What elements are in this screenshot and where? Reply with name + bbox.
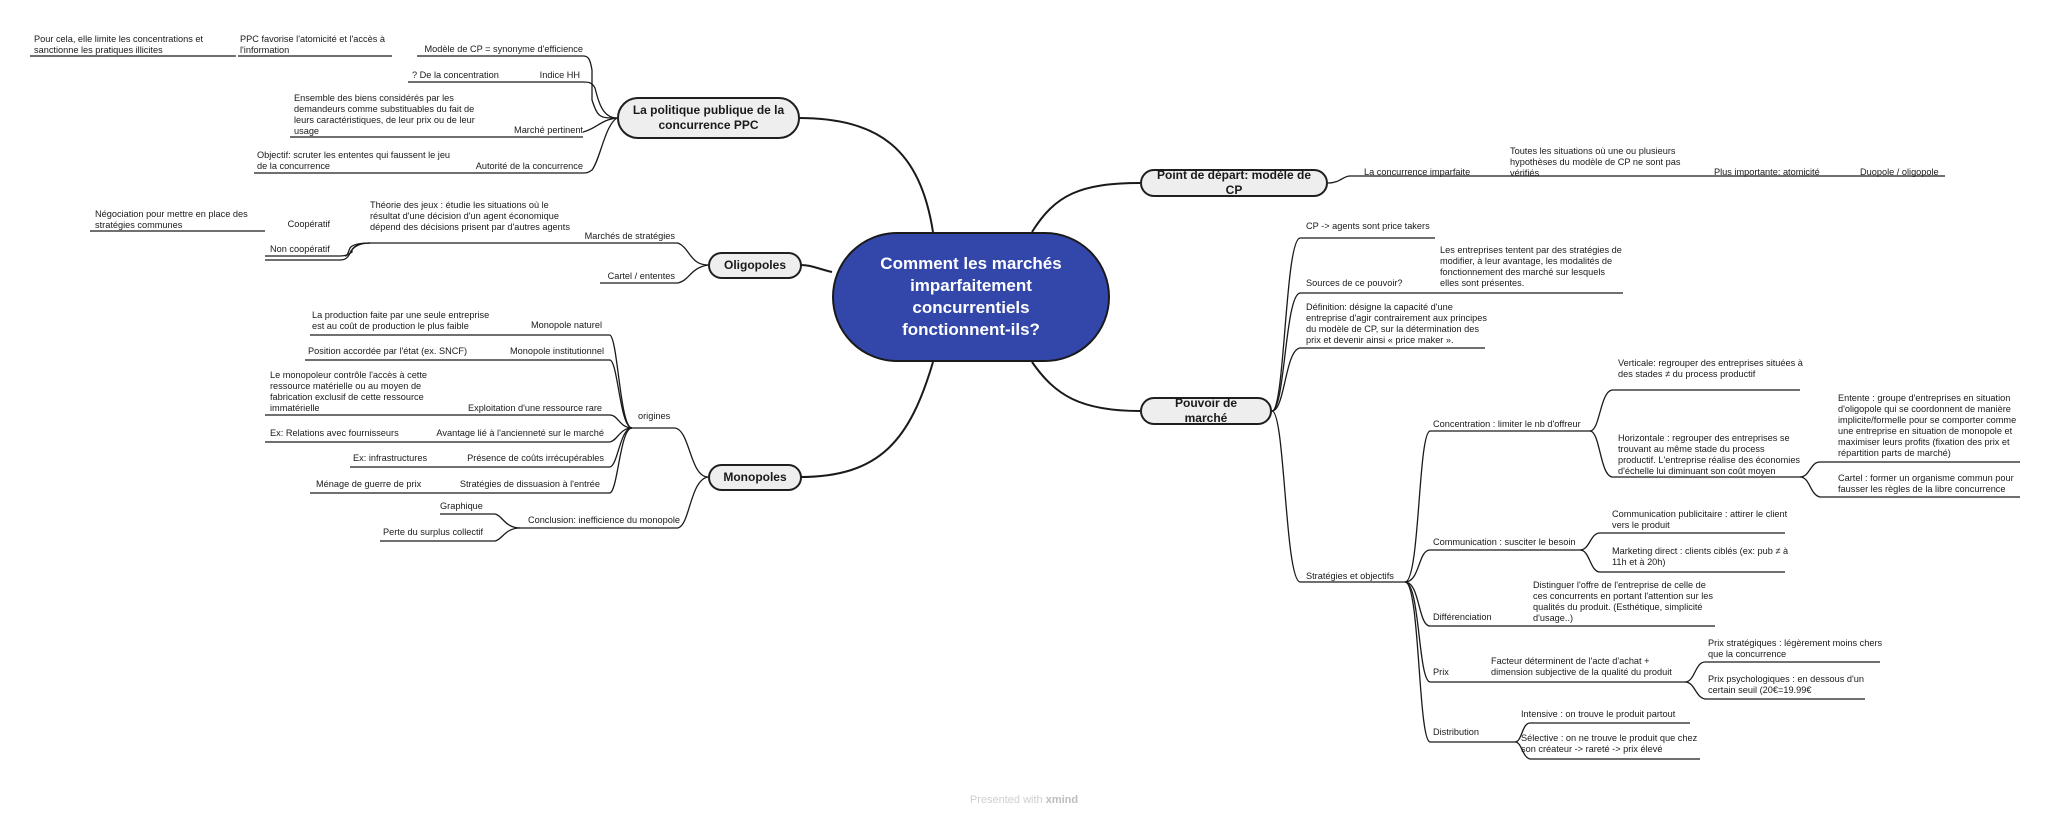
node-pour-cela[interactable]: Pour cela, elle limite les concentration… xyxy=(34,34,204,55)
node-differenciation[interactable]: Différenciation xyxy=(1433,612,1492,622)
node-couts-irrecuperables[interactable]: Présence de coûts irrécupérables xyxy=(467,453,604,463)
topic-oligopoles[interactable]: Oligopoles xyxy=(708,252,802,279)
node-ex-fournisseurs[interactable]: Ex: Relations avec fournisseurs xyxy=(270,428,399,438)
central-topic[interactable]: Comment les marchés imparfaitement concu… xyxy=(832,232,1110,362)
node-sources[interactable]: Sources de ce pouvoir? xyxy=(1306,278,1403,288)
node-duopole[interactable]: Duopole / oligopole xyxy=(1860,167,1939,177)
topic-ppc[interactable]: La politique publique de la concurrence … xyxy=(617,97,800,139)
node-production-seule[interactable]: La production faite par une seule entrep… xyxy=(312,310,490,331)
node-marche-pertinent[interactable]: Marché pertinent xyxy=(514,125,583,135)
node-graphique[interactable]: Graphique xyxy=(440,501,483,511)
node-cartel[interactable]: Cartel : former un organisme commun pour… xyxy=(1838,473,2014,494)
node-prix-psychologiques[interactable]: Prix psychologiques : en dessous d'un ce… xyxy=(1708,674,1864,695)
node-cp-agents[interactable]: CP -> agents sont price takers xyxy=(1306,221,1430,231)
node-verticale[interactable]: Verticale: regrouper des entreprises sit… xyxy=(1618,358,1803,379)
node-theorie-jeux[interactable]: Théorie des jeux : étudie les situations… xyxy=(370,200,570,232)
node-entente[interactable]: Entente : groupe d'entreprises en situat… xyxy=(1838,393,2017,458)
node-ppc-favorise[interactable]: PPC favorise l'atomicité et l'accès à l'… xyxy=(240,34,385,55)
node-distinguer-offre[interactable]: Distinguer l'offre de l'entreprise de ce… xyxy=(1533,580,1713,623)
node-exploitation[interactable]: Exploitation d'une ressource rare xyxy=(467,403,602,413)
node-plus-importante[interactable]: Plus importante: atomicité xyxy=(1714,167,1820,177)
node-selective[interactable]: Sélective : on ne trouve le produit que … xyxy=(1521,733,1698,754)
node-definition[interactable]: Définition: désigne la capacité d'une en… xyxy=(1306,302,1488,345)
node-ex-infrastructures[interactable]: Ex: infrastructures xyxy=(353,453,428,463)
node-conclusion[interactable]: Conclusion: inefficience du monopole xyxy=(527,515,680,525)
node-marketing-direct[interactable]: Marketing direct : clients ciblés (ex: p… xyxy=(1612,546,1789,567)
node-de-la-concentration[interactable]: ? De la concentration xyxy=(412,70,499,80)
node-horizontale[interactable]: Horizontale : regrouper des entreprises … xyxy=(1618,433,1801,476)
node-origines[interactable]: origines xyxy=(638,411,671,421)
node-objectif[interactable]: Objectif: scruter les ententes qui fauss… xyxy=(257,150,451,171)
node-cooperatif[interactable]: Coopératif xyxy=(287,219,330,229)
node-autorite[interactable]: Autorité de la concurrence xyxy=(475,161,583,171)
node-comm-publicitaire[interactable]: Communication publicitaire : attirer le … xyxy=(1612,509,1788,530)
node-prix[interactable]: Prix xyxy=(1433,667,1449,677)
node-communication[interactable]: Communication : susciter le besoin xyxy=(1433,537,1576,547)
node-concentration[interactable]: Concentration : limiter le nb d'offreur xyxy=(1433,419,1581,429)
node-marches-strategies[interactable]: Marchés de stratégies xyxy=(584,231,675,241)
node-perte-surplus[interactable]: Perte du surplus collectif xyxy=(383,527,484,537)
node-indice-hh[interactable]: Indice HH xyxy=(539,70,580,80)
node-monopole-naturel[interactable]: Monopole naturel xyxy=(531,320,602,330)
node-modele-cp[interactable]: Modèle de CP = synonyme d'efficience xyxy=(424,44,583,54)
footer-presented-with: Presented with xyxy=(969,794,1043,806)
footer-brand: xmind xyxy=(1045,794,1079,806)
node-ensemble-biens[interactable]: Ensemble des biens considérés par les de… xyxy=(294,93,475,136)
footer-attribution: Presented with xmind xyxy=(0,794,2048,806)
node-concurrence-imparfaite[interactable]: La concurrence imparfaite xyxy=(1364,167,1471,177)
node-monopole-institutionnel[interactable]: Monopole institutionnel xyxy=(510,346,604,356)
node-intensive[interactable]: Intensive : on trouve le produit partout xyxy=(1521,709,1676,719)
node-entreprises-tentent[interactable]: Les entreprises tentent par des stratégi… xyxy=(1440,245,1622,288)
node-avantage-anciennete[interactable]: Avantage lié à l'ancienneté sur le march… xyxy=(436,428,604,438)
topic-point-de-depart[interactable]: Point de départ: modèle de CP xyxy=(1140,168,1328,197)
node-position-etat[interactable]: Position accordée par l'état (ex. SNCF) xyxy=(308,346,468,356)
node-toutes-situations[interactable]: Toutes les situations où une ou plusieur… xyxy=(1510,146,1681,178)
topic-monopoles[interactable]: Monopoles xyxy=(708,464,802,491)
node-strategies-objectifs[interactable]: Stratégies et objectifs xyxy=(1306,571,1394,581)
topic-pouvoir-de-marche[interactable]: Pouvoir de marché xyxy=(1140,396,1272,425)
node-monopoleur-controle[interactable]: Le monopoleur contrôle l'accès à cette r… xyxy=(270,370,428,413)
node-distribution[interactable]: Distribution xyxy=(1433,727,1479,737)
node-negociation[interactable]: Négociation pour mettre en place des str… xyxy=(95,209,248,230)
node-prix-strategiques[interactable]: Prix stratégiques : légèrement moins che… xyxy=(1708,638,1883,659)
node-facteur-determinant[interactable]: Facteur déterminent de l'acte d'achat + … xyxy=(1491,656,1672,677)
node-strategies-dissuasion[interactable]: Stratégies de dissuasion à l'entrée xyxy=(459,479,600,489)
node-non-cooperatif[interactable]: Non coopératif xyxy=(270,244,330,254)
node-menage-guerre[interactable]: Ménage de guerre de prix xyxy=(316,479,422,489)
node-cartel-ententes[interactable]: Cartel / ententes xyxy=(607,271,675,281)
